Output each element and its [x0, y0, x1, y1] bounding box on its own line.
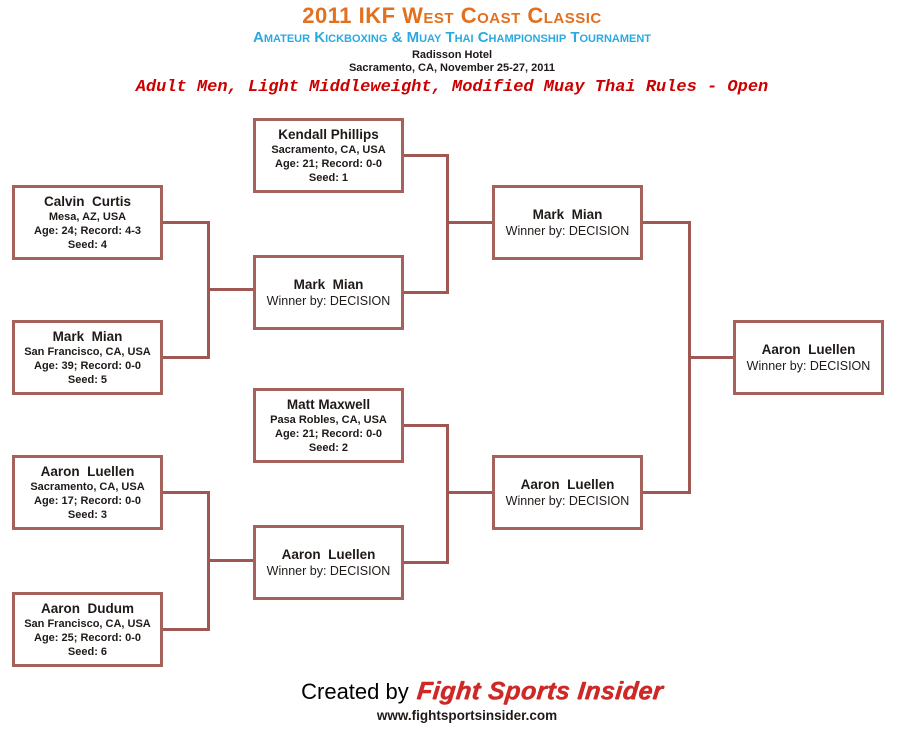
fighter-name: Mark Mian [52, 329, 123, 344]
connector-line [404, 561, 446, 564]
bracket-box-seed-4: Calvin Curtis Mesa, AZ, USA Age: 24; Rec… [12, 185, 163, 260]
fighter-seed: Seed: 2 [308, 442, 349, 454]
bracket-box-seed-5: Mark Mian San Francisco, CA, USA Age: 39… [12, 320, 163, 395]
bracket-box-qf-winner-bottom: Aaron Luellen Winner by: DECISION [253, 525, 404, 600]
fighter-location: San Francisco, CA, USA [24, 346, 151, 358]
event-title: 2011 IKF West Coast Classic [302, 3, 602, 28]
connector-line [446, 424, 449, 564]
winner-name: Aaron Luellen [281, 547, 376, 562]
connector-line [163, 221, 210, 224]
connector-line [446, 154, 449, 294]
connector-line [449, 491, 492, 494]
bracket-box-seed-2: Matt Maxwell Pasa Robles, CA, USA Age: 2… [253, 388, 404, 463]
connector-line [210, 559, 253, 562]
event-subtitle: Amateur Kickboxing & Muay Thai Champions… [253, 29, 651, 46]
fighter-age-record: Age: 21; Record: 0-0 [275, 428, 382, 440]
fighter-age-record: Age: 25; Record: 0-0 [34, 632, 141, 644]
fighter-seed: Seed: 6 [67, 646, 108, 658]
fighter-location: Pasa Robles, CA, USA [270, 414, 387, 426]
winner-method: Winner by: DECISION [266, 294, 391, 308]
fighter-location: Mesa, AZ, USA [48, 211, 127, 223]
connector-line [207, 221, 210, 359]
fighter-location: Sacramento, CA, USA [271, 144, 386, 156]
connector-line [643, 491, 688, 494]
venue-name: Radisson Hotel [411, 49, 493, 61]
winner-method: Winner by: DECISION [266, 564, 391, 578]
bracket-box-final-winner: Aaron Luellen Winner by: DECISION [733, 320, 884, 395]
bracket-box-qf-winner-top: Mark Mian Winner by: DECISION [253, 255, 404, 330]
website-url: www.fightsportsinsider.com [376, 708, 558, 723]
fighter-name: Aaron Dudum [41, 601, 134, 616]
winner-name: Mark Mian [532, 207, 603, 222]
fighter-name: Kendall Phillips [278, 127, 379, 142]
fighter-name: Aaron Luellen [40, 464, 135, 479]
created-by-text: Created by [301, 679, 409, 704]
fighter-seed: Seed: 1 [308, 172, 349, 184]
fighter-age-record: Age: 17; Record: 0-0 [34, 495, 141, 507]
fight-sports-insider-logo: Fight Sports Insider [415, 677, 665, 705]
bracket-box-sf-winner-bottom: Aaron Luellen Winner by: DECISION [492, 455, 643, 530]
connector-line [691, 356, 733, 359]
fighter-age-record: Age: 21; Record: 0-0 [275, 158, 382, 170]
winner-method: Winner by: DECISION [505, 494, 630, 508]
winner-name: Mark Mian [293, 277, 364, 292]
connector-line [404, 424, 446, 427]
winner-name: Aaron Luellen [761, 342, 856, 357]
connector-line [449, 221, 492, 224]
fighter-location: San Francisco, CA, USA [24, 618, 151, 630]
fighter-seed: Seed: 5 [67, 374, 108, 386]
connector-line [643, 221, 688, 224]
connector-line [404, 291, 446, 294]
connector-line [688, 221, 691, 494]
connector-line [210, 288, 253, 291]
winner-method: Winner by: DECISION [505, 224, 630, 238]
bracket-box-seed-1: Kendall Phillips Sacramento, CA, USA Age… [253, 118, 404, 193]
fighter-name: Calvin Curtis [43, 194, 132, 209]
fighter-seed: Seed: 4 [67, 239, 108, 251]
fighter-seed: Seed: 3 [67, 509, 108, 521]
header: 2011 IKF West Coast Classic Amateur Kick… [0, 0, 904, 98]
connector-line [163, 491, 210, 494]
connector-line [163, 628, 210, 631]
fighter-location: Sacramento, CA, USA [30, 481, 145, 493]
bracket-box-seed-6: Aaron Dudum San Francisco, CA, USA Age: … [12, 592, 163, 667]
fighter-name: Matt Maxwell [286, 397, 371, 412]
bracket-box-sf-winner-top: Mark Mian Winner by: DECISION [492, 185, 643, 260]
fighter-age-record: Age: 39; Record: 0-0 [34, 360, 141, 372]
connector-line [404, 154, 446, 157]
winner-name: Aaron Luellen [520, 477, 615, 492]
event-location-date: Sacramento, CA, November 25-27, 2011 [348, 62, 556, 74]
connector-line [163, 356, 210, 359]
bracket-box-seed-3: Aaron Luellen Sacramento, CA, USA Age: 1… [12, 455, 163, 530]
connector-line [207, 491, 210, 631]
division-title: Adult Men, Light Middleweight, Modified … [135, 78, 769, 97]
fighter-age-record: Age: 24; Record: 4-3 [34, 225, 141, 237]
winner-method: Winner by: DECISION [746, 359, 871, 373]
